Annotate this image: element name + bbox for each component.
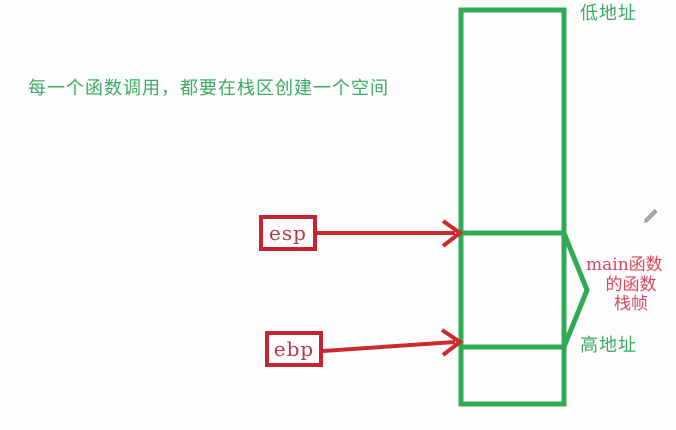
main-keyword-cjk: 函数: [628, 255, 663, 275]
main-keyword: main: [586, 255, 629, 275]
esp-register-label: esp: [269, 221, 307, 245]
ebp-register-box: ebp: [265, 331, 323, 367]
esp-register-box: esp: [259, 215, 317, 251]
stack-outer-rectangle: [458, 7, 567, 407]
esp-arrow-head: [441, 219, 464, 248]
main-stack-frame-label-line1: main函数: [586, 255, 676, 276]
high-address-label: 高地址: [580, 335, 637, 356]
main-stack-frame-label-line2: 的函数: [605, 274, 657, 295]
pencil-icon: [644, 209, 658, 223]
ebp-register-label: ebp: [273, 337, 315, 361]
low-address-label: 低地址: [580, 3, 637, 24]
main-stack-frame-label: main函数 的函数 栈帧: [586, 255, 676, 315]
main-stack-frame-label-line3: 栈帧: [614, 294, 648, 315]
ebp-arrow-line: [322, 340, 456, 353]
ebp-arrow-head: [440, 328, 464, 357]
stack-frame-brace: [561, 232, 590, 348]
caption-text: 每一个函数调用，都要在栈区创建一个空间: [28, 78, 389, 99]
